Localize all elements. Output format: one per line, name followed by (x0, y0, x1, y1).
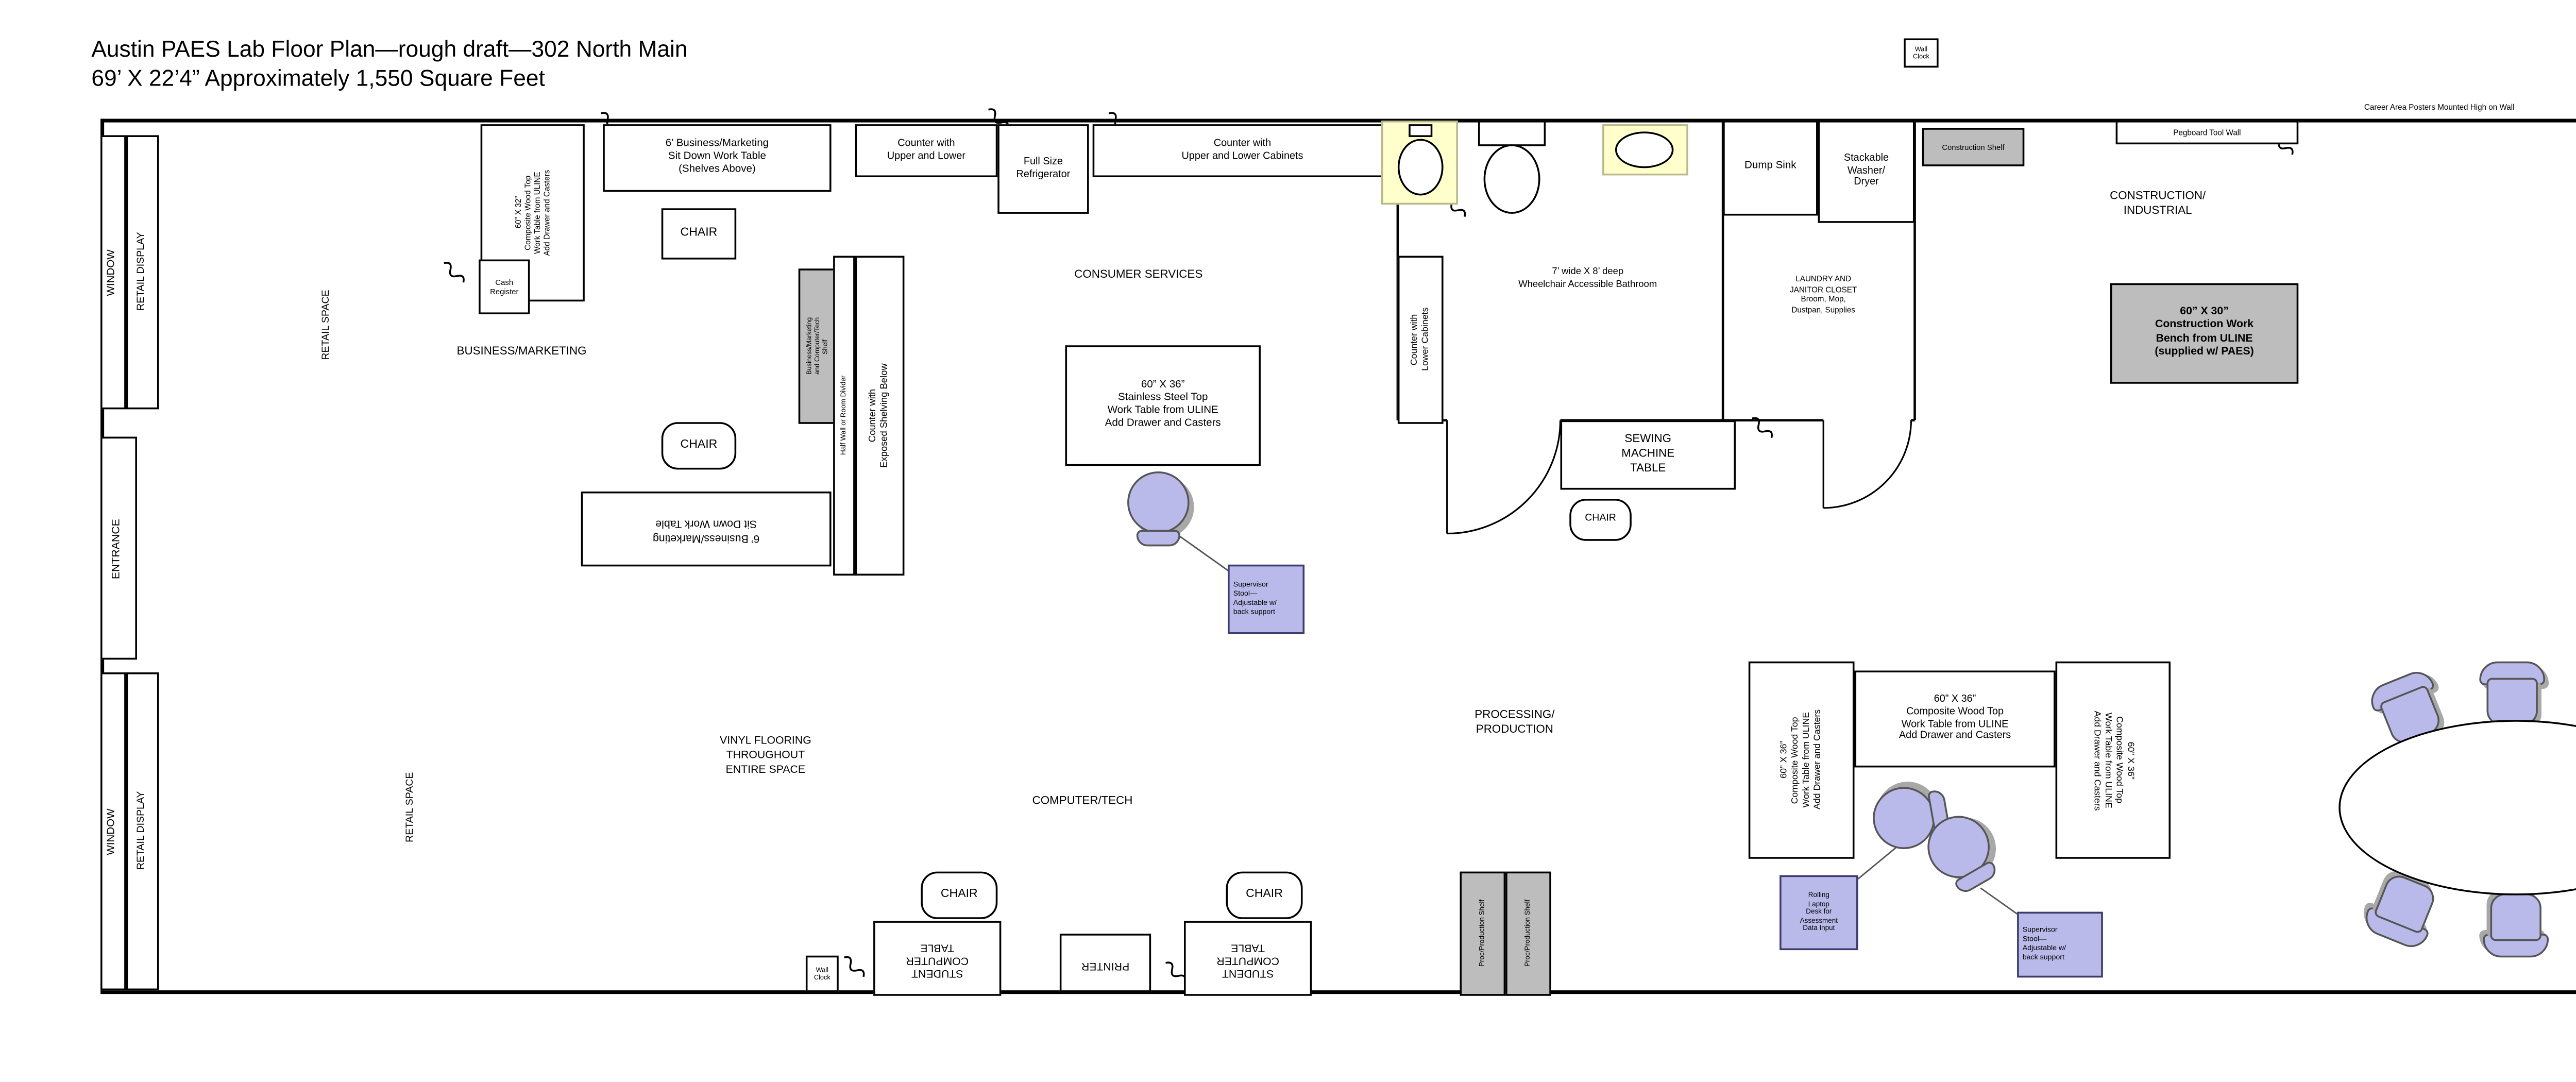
chair-computer-1: CHAIR (921, 871, 998, 919)
pegboard-tool-wall: Pegboard Tool Wall (2115, 121, 2299, 145)
construction-shelf: Construction Shelf (1922, 128, 2025, 166)
counter-exposed-shelving: Counter with Exposed Shelving Below (855, 256, 905, 576)
processing-production-label: PROCESSING/ PRODUCTION (1475, 708, 1555, 737)
wall-clock-box-bottom: Wall Clock (805, 955, 839, 992)
vinyl-flooring-note: VINYL FLOORING THROUGHOUT ENTIRE SPACE (720, 736, 811, 776)
chair-bm-2: CHAIR (661, 422, 737, 470)
work-table-60x36-center: 60” X 36” Composite Wood Top Work Table … (1854, 670, 2056, 768)
supervisor-stool (1122, 468, 1195, 552)
work-table-60x36-right: 60” X 36” Composite Wood Top Work Table … (2055, 661, 2171, 859)
sink-basin (1397, 139, 1444, 196)
stool-back (1136, 530, 1180, 547)
supervisor-stool-note-2: Supervisor Stool— Adjustable w/ back sup… (2017, 911, 2103, 978)
retail-display-bottom: RETAIL DISPLAY (126, 672, 159, 991)
bm-sit-down-table-top: 6’ Business/Marketing Sit Down Work Tabl… (603, 124, 832, 192)
wall-clock-box-top: Wall Clock (1904, 38, 1939, 68)
proc-production-shelf-1: Proc/Production Shelf (1460, 871, 1506, 996)
washer-dryer: Stackable Washer/ Dryer (1818, 121, 1915, 223)
window-top: WINDOW (100, 135, 126, 410)
conference-chair (2478, 661, 2547, 735)
floor-outline (100, 119, 2576, 994)
rolling-laptop-desk-note: Rolling Laptop Desk for Assessment Data … (1780, 875, 1858, 951)
student-computer-table-1: STUDENT COMPUTER TABLE (873, 921, 1002, 996)
counter-lower-cabinets: Counter with Lower Cabinets (1397, 256, 1444, 424)
consumer-services-label: CONSUMER SERVICES (1074, 268, 1203, 282)
chair-seat (2486, 678, 2538, 725)
business-marketing-label: BUSINESS/MARKETING (456, 345, 587, 359)
retail-space-label-bottom: RETAIL SPACE (405, 772, 417, 843)
supervisor-stool-note-1: Supervisor Stool— Adjustable w/ back sup… (1228, 564, 1305, 634)
retail-space-label-top: RETAIL SPACE (321, 290, 333, 361)
window-bottom: WINDOW (100, 672, 126, 991)
construction-industrial-label: CONSTRUCTION/ INDUSTRIAL (2110, 190, 2206, 218)
cash-register: Cash Register (479, 259, 530, 314)
chair-sewing: CHAIR (1569, 499, 1632, 541)
printer-table: PRINTER (1059, 934, 1151, 992)
proc-production-shelf-2: Proc/Production Shelf (1505, 871, 1551, 996)
career-posters-note: Career Area Posters Mounted High on Wall (2364, 102, 2515, 112)
laundry-closet-label: LAUNDRY AND JANITOR CLOSET Broom, Mop, D… (1790, 274, 1857, 314)
student-computer-table-2: STUDENT COMPUTER TABLE (1184, 921, 1312, 996)
plan-title-line2: 69’ X 22’4” Approximately 1,550 Square F… (91, 65, 545, 92)
stool-seat (1127, 471, 1190, 534)
toilet-tank (1478, 121, 1546, 146)
bm-sit-down-table-bottom: 6’ Business/Marketing Sit Down Work Tabl… (581, 491, 832, 567)
sewing-machine-table: SEWING MACHINE TABLE (1560, 420, 1736, 490)
half-wall-divider: Half Wall or Room Divider (833, 256, 855, 576)
dump-sink: Dump Sink (1723, 121, 1818, 216)
chair-bm-1: CHAIR (661, 208, 737, 260)
chair-computer-2: CHAIR (1226, 871, 1303, 919)
bathroom-label: 7’ wide X 8’ deep Wheelchair Accessible … (1518, 266, 1657, 290)
construction-work-bench: 60” X 30” Construction Work Bench from U… (2110, 283, 2299, 384)
entrance: ENTRANCE (100, 436, 137, 660)
counter-upper-lower-cabinets: Counter with Upper and Lower Cabinets (1092, 124, 1393, 177)
refrigerator: Full Size Refrigerator (997, 124, 1089, 214)
computer-tech-label: COMPUTER/TECH (1032, 794, 1133, 808)
retail-display-top: RETAIL DISPLAY (126, 135, 159, 410)
chair-seat (2490, 893, 2541, 941)
bm-computer-tech-shelf: Business/Marketing and Computer/Tech She… (798, 268, 837, 424)
stainless-work-table: 60” X 36” Stainless Steel Top Work Table… (1065, 345, 1261, 466)
second-sink-basin (1615, 131, 1674, 168)
work-table-60x36-left: 60” X 36” Composite Wood Top Work Table … (1748, 661, 1855, 859)
sink-faucet (1409, 124, 1433, 137)
plan-title-line1: Austin PAES Lab Floor Plan—rough draft—3… (91, 36, 688, 62)
counter-upper-lower: Counter with Upper and Lower (855, 124, 998, 177)
toilet-bowl (1483, 144, 1540, 214)
